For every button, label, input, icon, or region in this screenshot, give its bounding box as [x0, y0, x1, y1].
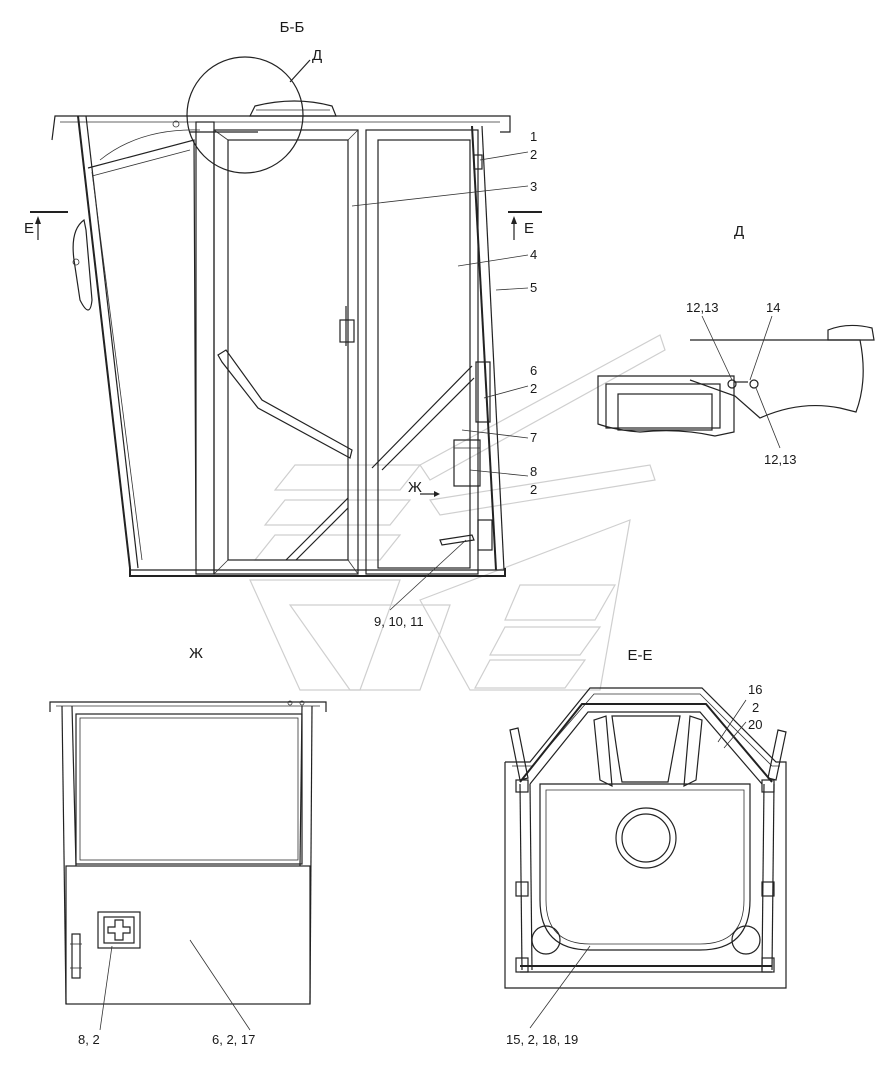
callout-9-10-11: 9, 10, 11 [374, 614, 424, 629]
detail-callout-14: 14 [766, 300, 780, 315]
view-zh: Ж 8, 2 6, 2, 17 [49, 645, 327, 1047]
ee-callout-20: 20 [748, 717, 762, 732]
detail-d: Д 12,13 14 12,13 [597, 223, 875, 467]
section-e-left: Е [24, 220, 34, 237]
section-e-right: Е [524, 220, 534, 237]
view-zh-title: Ж [189, 645, 203, 662]
callout-5: 5 [530, 280, 537, 295]
detail-d-callout: Д [312, 47, 322, 64]
callout-6: 6 [530, 363, 537, 378]
zh-callout-8-2: 8, 2 [78, 1032, 100, 1047]
callout-7: 7 [530, 430, 537, 445]
callout-1: 1 [530, 129, 537, 144]
detail-callout-12-13-top: 12,13 [686, 300, 719, 315]
ee-callout-2: 2 [752, 700, 759, 715]
detail-callout-12-13-bottom: 12,13 [764, 452, 797, 467]
callout-3: 3 [530, 179, 537, 194]
view-bb-title: Б-Б [280, 19, 305, 36]
zh-callout-6-2-17: 6, 2, 17 [212, 1032, 255, 1047]
callout-2c: 2 [530, 482, 537, 497]
view-bb-section: Б-Б Д [24, 19, 542, 629]
view-ee-title: Е-Е [627, 647, 652, 664]
ee-callout-15-2-18-19: 15, 2, 18, 19 [506, 1032, 578, 1047]
callout-8: 8 [530, 464, 537, 479]
callout-2b: 2 [530, 381, 537, 396]
callout-2a: 2 [530, 147, 537, 162]
watermark-logo [249, 334, 666, 691]
view-ee: Е-Е [504, 647, 787, 1047]
ee-callout-16: 16 [748, 682, 762, 697]
callout-4: 4 [530, 247, 537, 262]
detail-d-title: Д [734, 223, 744, 240]
view-zh-arrow: Ж [408, 479, 422, 496]
